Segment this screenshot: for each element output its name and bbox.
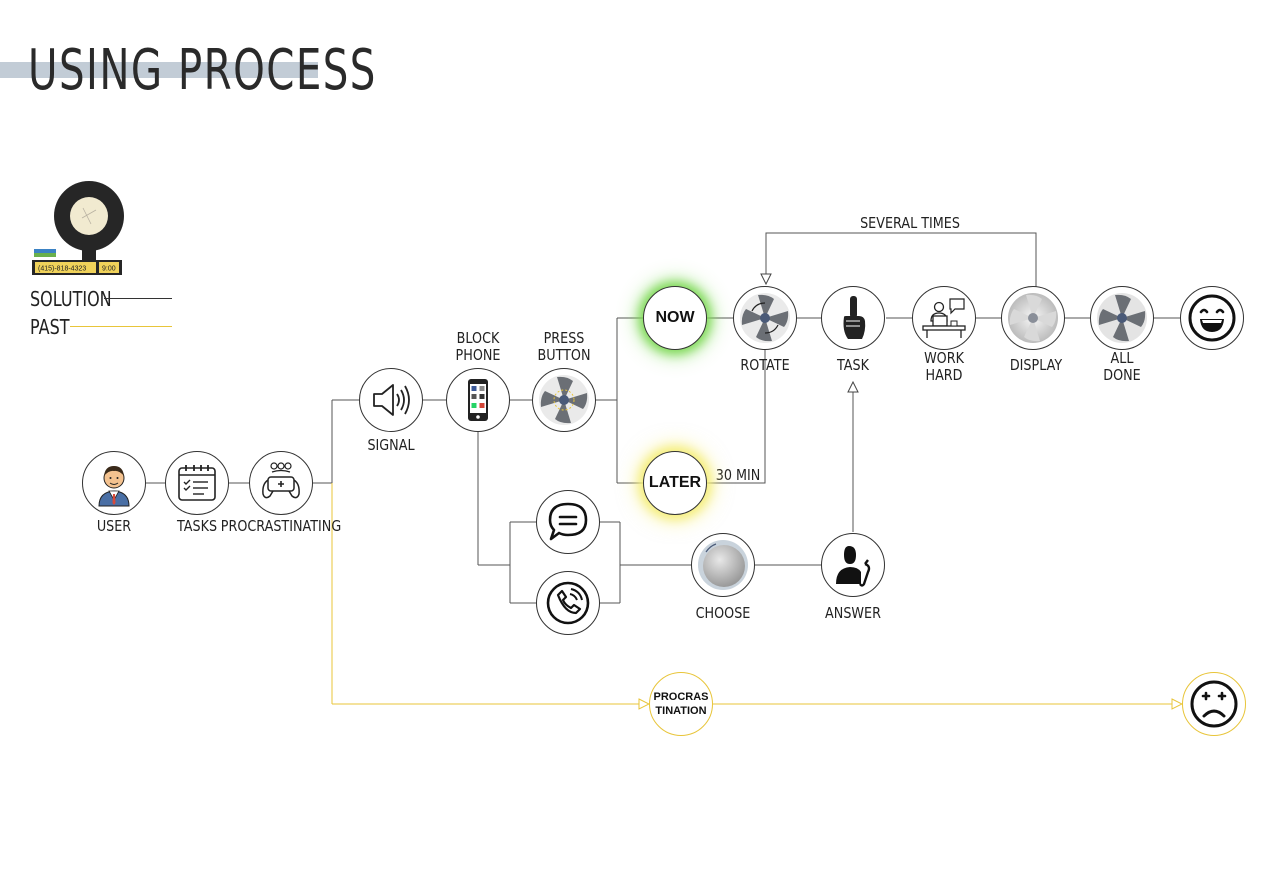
title-underline-band [0,62,318,78]
finger-up-icon [843,296,866,339]
node-display[interactable] [1001,286,1065,350]
node-user[interactable] [82,451,146,515]
person-phone-icon [836,546,871,587]
node-tasks[interactable] [165,451,229,515]
device-time-panel [99,262,119,273]
node-happy[interactable] [1180,286,1244,350]
sad-face-icon [1190,680,1238,728]
gamepad-icon [262,462,300,499]
pinwheel-icon [539,375,589,425]
page-title: USING PROCESS [28,38,377,103]
legend-label-past: PAST [30,315,70,339]
edge-several-times-loop [766,232,1037,288]
node-tasks-label: TASKS [176,517,218,535]
device-screen [70,197,108,235]
node-rotate[interactable] [733,286,797,350]
device-illustration: (415)-818-4323 9:00 [32,181,124,275]
node-procrastinating-label: PROCRASTINATING [220,517,342,535]
pinwheel-icon [1097,293,1147,343]
smartphone-icon [468,379,488,421]
node-answer-label: ANSWER [825,604,881,622]
device-blue-tag [34,249,56,253]
node-now[interactable]: NOW [643,286,707,350]
device-green-tag [34,253,56,257]
node-now-text: NOW [655,309,695,326]
node-all-done[interactable] [1090,286,1154,350]
speaker-icon [373,384,410,416]
device-phone-text: (415)-818-4323 [38,266,86,273]
happy-face-icon [1188,294,1236,342]
legend-label-solution: SOLUTION [30,287,112,311]
node-all-done-label: ALL DONE [1103,349,1141,384]
edge-label-several-times: SEVERAL TIMES [860,214,960,232]
node-work-hard[interactable] [912,286,976,350]
display-disc-icon [1008,293,1058,343]
node-block-phone[interactable] [446,368,510,432]
desk-worker-icon [922,298,966,338]
chat-bubble-icon [548,502,588,541]
node-rotate-label: ROTATE [740,356,790,374]
edge-label-30-min: 30 MIN [715,466,761,484]
node-procrastinating[interactable] [249,451,313,515]
node-display-label: DISPLAY [1009,356,1063,374]
node-task[interactable] [821,286,885,350]
edge-later-rotate [707,350,766,484]
node-answer[interactable] [821,533,885,597]
device-stand [82,248,96,262]
legend-line-past [70,326,172,327]
device-phone-panel [35,262,96,273]
node-block-phone-label: BLOCK PHONE [455,329,501,364]
node-later[interactable]: LATER [643,451,707,515]
knob-icon [698,540,748,590]
node-procrastination[interactable]: PROCRAS TINATION [649,672,713,736]
node-choose-label: CHOOSE [695,604,751,622]
node-choose[interactable] [691,533,755,597]
node-work-hard-label: WORK HARD [924,349,964,384]
node-sad[interactable] [1182,672,1246,736]
node-task-label: TASK [837,356,869,374]
node-signal-label: SIGNAL [367,436,415,454]
node-call[interactable] [536,571,600,635]
node-press-button[interactable] [532,368,596,432]
user-icon [98,466,130,507]
calendar-checklist-icon [178,465,216,501]
phone-call-icon [546,581,590,625]
device-time-text: 9:00 [102,266,116,273]
pinwheel-rotate-icon [740,293,790,343]
legend-line-solution [104,298,172,299]
node-procrastination-text: PROCRAS TINATION [653,691,709,717]
node-user-label: USER [96,517,132,535]
node-message[interactable] [536,490,600,554]
node-signal[interactable] [359,368,423,432]
node-press-button-label: PRESS BUTTON [537,329,591,364]
node-later-text: LATER [648,474,702,491]
